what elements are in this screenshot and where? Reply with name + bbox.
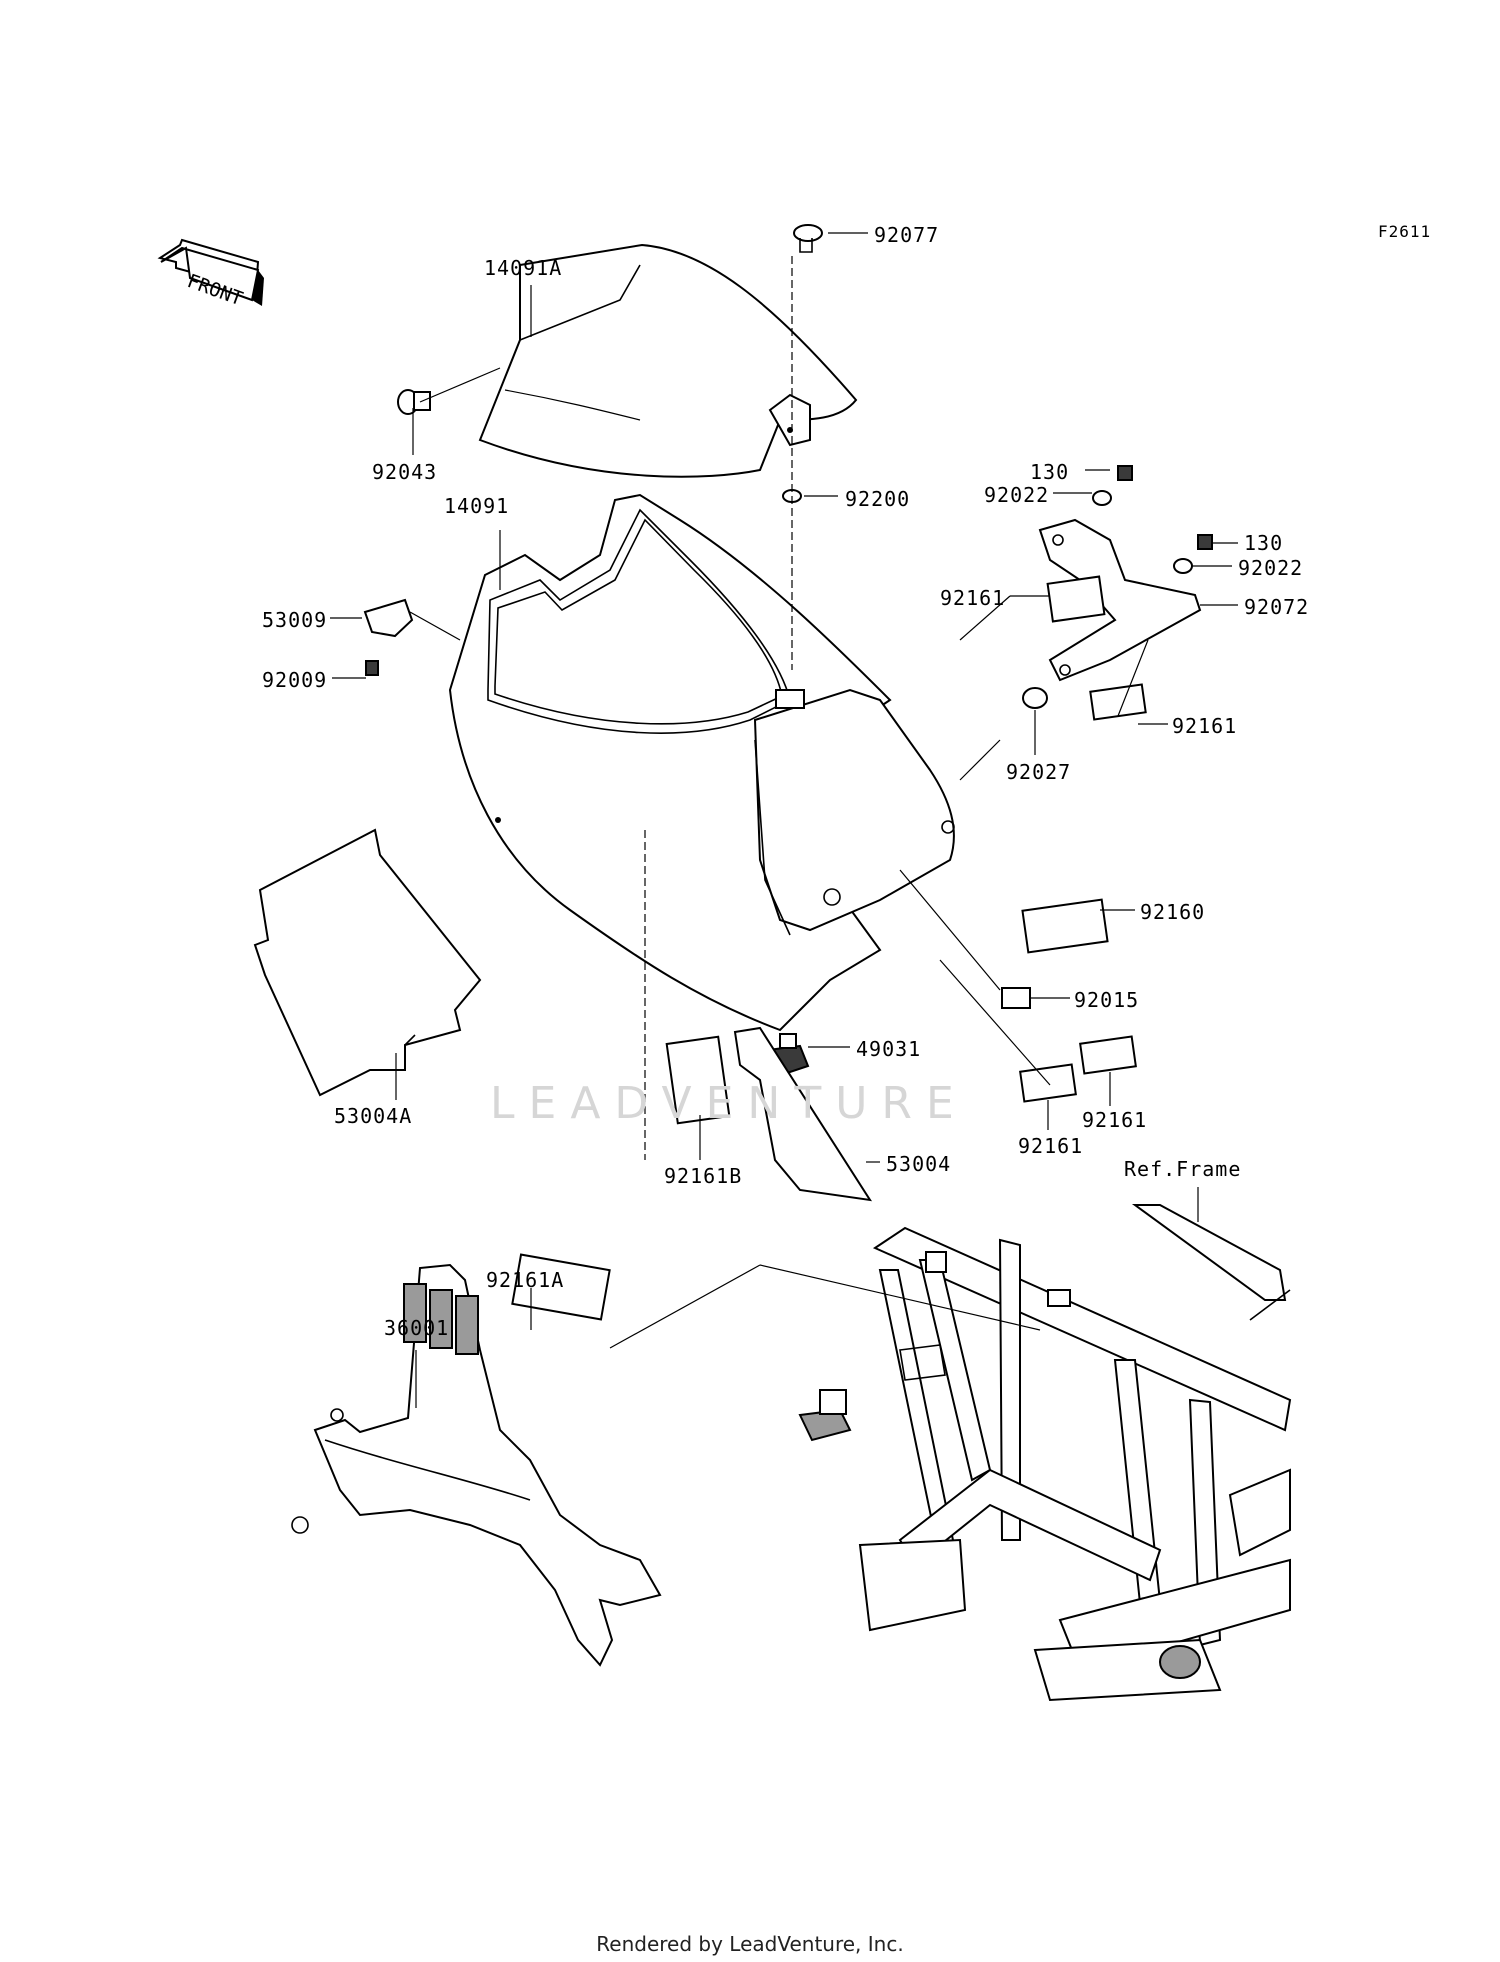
callout-92161A: 92161A	[486, 1268, 565, 1292]
clip-92077	[793, 224, 823, 253]
collar-92027	[1022, 687, 1048, 709]
bolt-130-right	[1173, 534, 1213, 574]
label-92161-d	[1079, 1035, 1137, 1075]
label-92161-a	[1046, 575, 1106, 623]
callout-53004: 53004	[886, 1152, 952, 1176]
clip-92043	[397, 389, 431, 415]
callout-92161B: 92161B	[664, 1164, 743, 1188]
callout-92200: 92200	[845, 487, 911, 511]
label-92161-b	[1089, 683, 1147, 721]
upper-cover	[478, 243, 858, 478]
frame-reference	[798, 1204, 1292, 1702]
front-arrow-icon: FRONT	[157, 238, 264, 310]
side-panel-36001	[291, 1263, 662, 1667]
callout-36001: 36001	[384, 1316, 450, 1340]
callout-49031: 49031	[856, 1037, 922, 1061]
callout-14091A: 14091A	[484, 256, 563, 280]
label-92161B	[665, 1035, 731, 1125]
footer-credit: Rendered by LeadVenture, Inc.	[596, 1932, 904, 1956]
callout-92022-right: 92022	[1238, 556, 1304, 580]
watermark-text: LEADVENTURE	[490, 1078, 968, 1129]
callout-14091: 14091	[444, 494, 510, 518]
label-53004	[733, 1026, 873, 1202]
callout-92072: 92072	[1244, 595, 1310, 619]
bracket-53009	[363, 598, 414, 676]
bolt-130-top	[1092, 465, 1133, 506]
nut-92015	[1001, 987, 1031, 1009]
label-92160	[1021, 898, 1109, 954]
callout-92077: 92077	[874, 223, 940, 247]
callout-92161-bottom-right: 92161	[1082, 1108, 1148, 1132]
callout-92022-top: 92022	[984, 483, 1050, 507]
main-cover	[448, 493, 955, 1032]
callout-92015: 92015	[1074, 988, 1140, 1012]
pad-53004A	[253, 828, 482, 1097]
callout-ref-frame: Ref.Frame	[1124, 1157, 1242, 1181]
callout-92009: 92009	[262, 668, 328, 692]
leader-lines	[330, 232, 1238, 1408]
callout-92161-left: 92161	[940, 586, 1006, 610]
callout-53009: 53009	[262, 608, 328, 632]
callout-92027: 92027	[1006, 760, 1072, 784]
callout-130-top: 130	[1030, 460, 1070, 484]
callout-92161-bottom-left: 92161	[1018, 1134, 1084, 1158]
callout-53004A: 53004A	[334, 1104, 413, 1128]
callout-130-right: 130	[1244, 531, 1284, 555]
callout-92043: 92043	[372, 460, 438, 484]
callout-92161-right: 92161	[1172, 714, 1238, 738]
figure-code: F2611	[1378, 222, 1432, 241]
label-92161A	[511, 1253, 611, 1321]
callout-92160: 92160	[1140, 900, 1206, 924]
